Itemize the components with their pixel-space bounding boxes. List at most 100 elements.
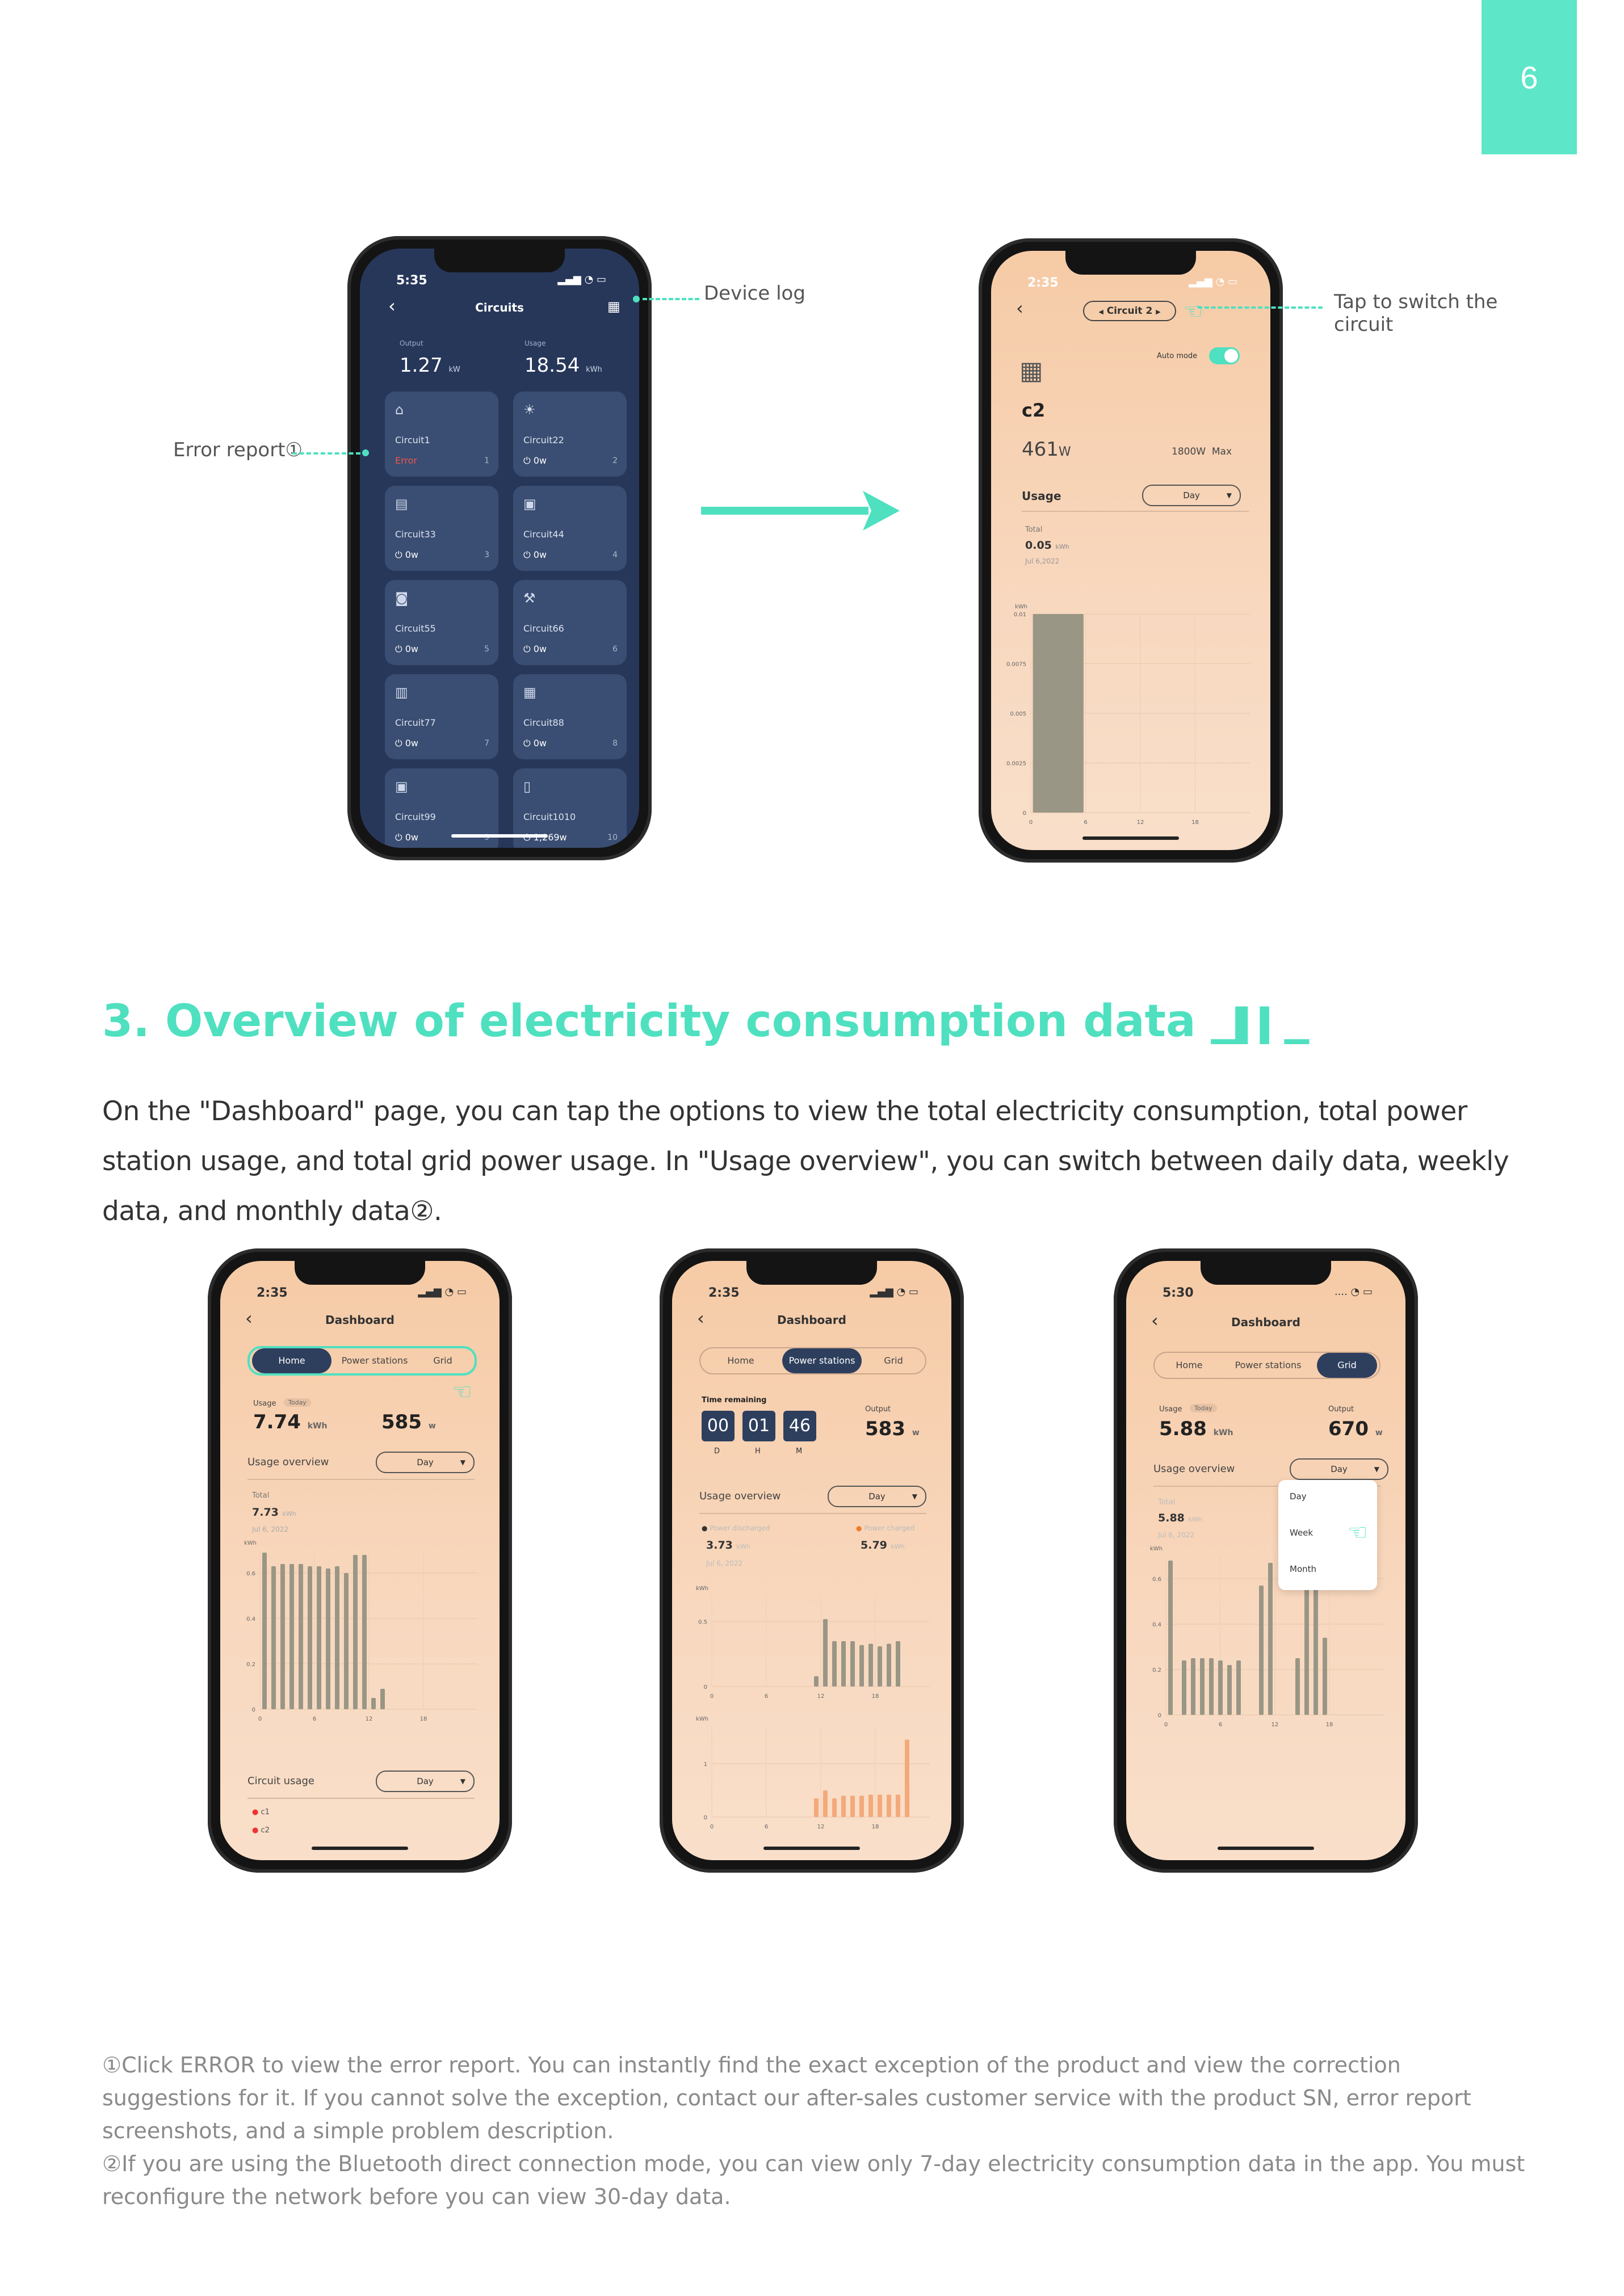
chart-bar — [905, 1739, 909, 1817]
grid-screen: 5:30 .... ◔ ▭ ‹ Dashboard Home Power sta… — [1126, 1261, 1405, 1860]
timer-unit-h: H — [755, 1447, 761, 1456]
circuit-number: 5 — [484, 645, 489, 654]
calendar-icon[interactable]: ▦ — [607, 298, 620, 314]
usage-number: 18.54 — [524, 354, 580, 377]
circuit-name: Circuit1 — [395, 435, 430, 445]
chart-bar — [299, 1564, 303, 1709]
usage-value: 18.54 kWh — [524, 354, 602, 377]
total-value: 0.05 kWh — [1025, 539, 1069, 552]
output-number: 670 — [1328, 1418, 1369, 1440]
tab-home[interactable]: Home — [727, 1355, 754, 1366]
overview-dropdown[interactable]: Day▼ — [828, 1486, 926, 1507]
menu-item-week[interactable]: Week — [1290, 1528, 1314, 1538]
chart-bar — [362, 1555, 367, 1709]
time-remaining-label: Time remaining — [702, 1396, 767, 1404]
date-label: Jul 6, 2022 — [1158, 1531, 1195, 1539]
usage-label: Usage — [253, 1399, 276, 1408]
tab-power-stations[interactable]: Power stations — [1235, 1360, 1302, 1370]
output-value: 1.27 kW — [400, 354, 460, 377]
status-time: 2:35 — [1027, 276, 1059, 290]
overview-dropdown[interactable]: Day▼ — [376, 1452, 475, 1473]
menu-item-month[interactable]: Month — [1290, 1564, 1317, 1574]
tab-home[interactable]: Home — [252, 1348, 331, 1373]
plug-icon: ⏻ — [523, 644, 534, 654]
charged-unit: kWh — [891, 1543, 905, 1550]
x-tick-label: 12 — [366, 1716, 373, 1722]
circuit-name: Circuit22 — [523, 435, 564, 445]
tab-grid[interactable]: Grid — [433, 1355, 452, 1366]
dropdown-value: Day — [417, 1776, 434, 1786]
status-icons: .... ◔ ▭ — [1334, 1286, 1373, 1298]
legend-dot: ● — [856, 1524, 862, 1532]
home-indicator — [312, 1847, 408, 1850]
chart-bar — [814, 1676, 819, 1687]
back-icon[interactable]: ‹ — [245, 1307, 253, 1329]
chart-bar — [850, 1641, 855, 1687]
section-title: 3. Overview of electricity consumption d… — [102, 996, 1309, 1047]
chart-bar — [1236, 1660, 1241, 1715]
timer-unit-d: D — [714, 1447, 720, 1456]
y-tick-label: 0.5 — [698, 1620, 707, 1626]
circuit-dropdown[interactable]: Day▼ — [376, 1771, 475, 1792]
circuit-status: ⏻ 1,269w — [523, 832, 567, 843]
menu-item-day[interactable]: Day — [1290, 1491, 1307, 1502]
y-tick-label: 0 — [252, 1707, 255, 1713]
period-dropdown[interactable]: Day▼ — [1142, 485, 1241, 506]
output-number: 1.27 — [400, 354, 443, 377]
x-tick-label: 18 — [872, 1693, 879, 1700]
device-log-annotation: Device log — [704, 282, 805, 305]
tab-power-stations[interactable]: Power stations — [341, 1355, 408, 1366]
charged-text: Power charged — [864, 1524, 915, 1532]
status-time: 5:30 — [1163, 1286, 1194, 1300]
chart-bar — [859, 1645, 864, 1687]
home-screen: 2:35 ▂▄▆ ◔ ▭ ‹ Dashboard Home Power stat… — [220, 1261, 500, 1860]
tap-switch-line-2: circuit — [1334, 313, 1394, 336]
circuit-status-value: 0w — [405, 644, 419, 654]
chart-bar — [1168, 1561, 1173, 1715]
tab-grid[interactable]: Grid — [884, 1355, 903, 1366]
back-icon[interactable]: ‹ — [388, 295, 396, 317]
tab-home[interactable]: Home — [1176, 1360, 1203, 1370]
source-tabs: Home Power stations Grid — [699, 1347, 926, 1374]
divider — [247, 1479, 475, 1480]
circuit-status-value: 0w — [533, 549, 547, 560]
tab-power-stations[interactable]: Power stations — [782, 1348, 862, 1373]
overview-dropdown[interactable]: Day▼ — [1290, 1458, 1388, 1480]
y-tick-label: 0.4 — [246, 1616, 255, 1622]
auto-mode-toggle[interactable] — [1209, 347, 1240, 364]
usage-label: Usage — [524, 339, 546, 347]
next-icon[interactable]: ▶ — [1156, 308, 1161, 316]
usage-label: Usage — [1159, 1405, 1182, 1414]
charged-value: 5.79 kWh — [861, 1539, 905, 1551]
arrow-right-icon — [701, 491, 900, 531]
legend-dot: ● — [702, 1524, 708, 1532]
prev-icon[interactable]: ◀ — [1098, 308, 1103, 316]
source-tabs: Home Power stations Grid — [247, 1346, 477, 1376]
phone-dashboard-grid: 5:30 .... ◔ ▭ ‹ Dashboard Home Power sta… — [1114, 1248, 1418, 1873]
circuit-selector-label: Circuit 2 — [1106, 305, 1153, 317]
circuit-selector[interactable]: ◀ Circuit 2 ▶ — [1083, 301, 1176, 321]
usage-overview-label: Usage overview — [1153, 1463, 1235, 1475]
y-unit-label: kWh — [696, 1716, 708, 1722]
page-title: Dashboard — [325, 1313, 395, 1327]
back-icon[interactable]: ‹ — [697, 1307, 704, 1329]
chart-bar — [1073, 614, 1079, 813]
tab-grid[interactable]: Grid — [1317, 1353, 1377, 1378]
x-tick-label: 0 — [710, 1693, 714, 1700]
circuit-status[interactable]: Error — [395, 455, 417, 466]
back-icon[interactable]: ‹ — [1016, 297, 1023, 319]
discharged-value: 3.73 kWh — [706, 1539, 750, 1551]
status-icons: ▂▄▆ ◔ ▭ — [418, 1286, 467, 1298]
chart-bar — [1295, 1658, 1300, 1715]
back-icon[interactable]: ‹ — [1151, 1310, 1159, 1331]
toggle-knob — [1224, 349, 1238, 363]
